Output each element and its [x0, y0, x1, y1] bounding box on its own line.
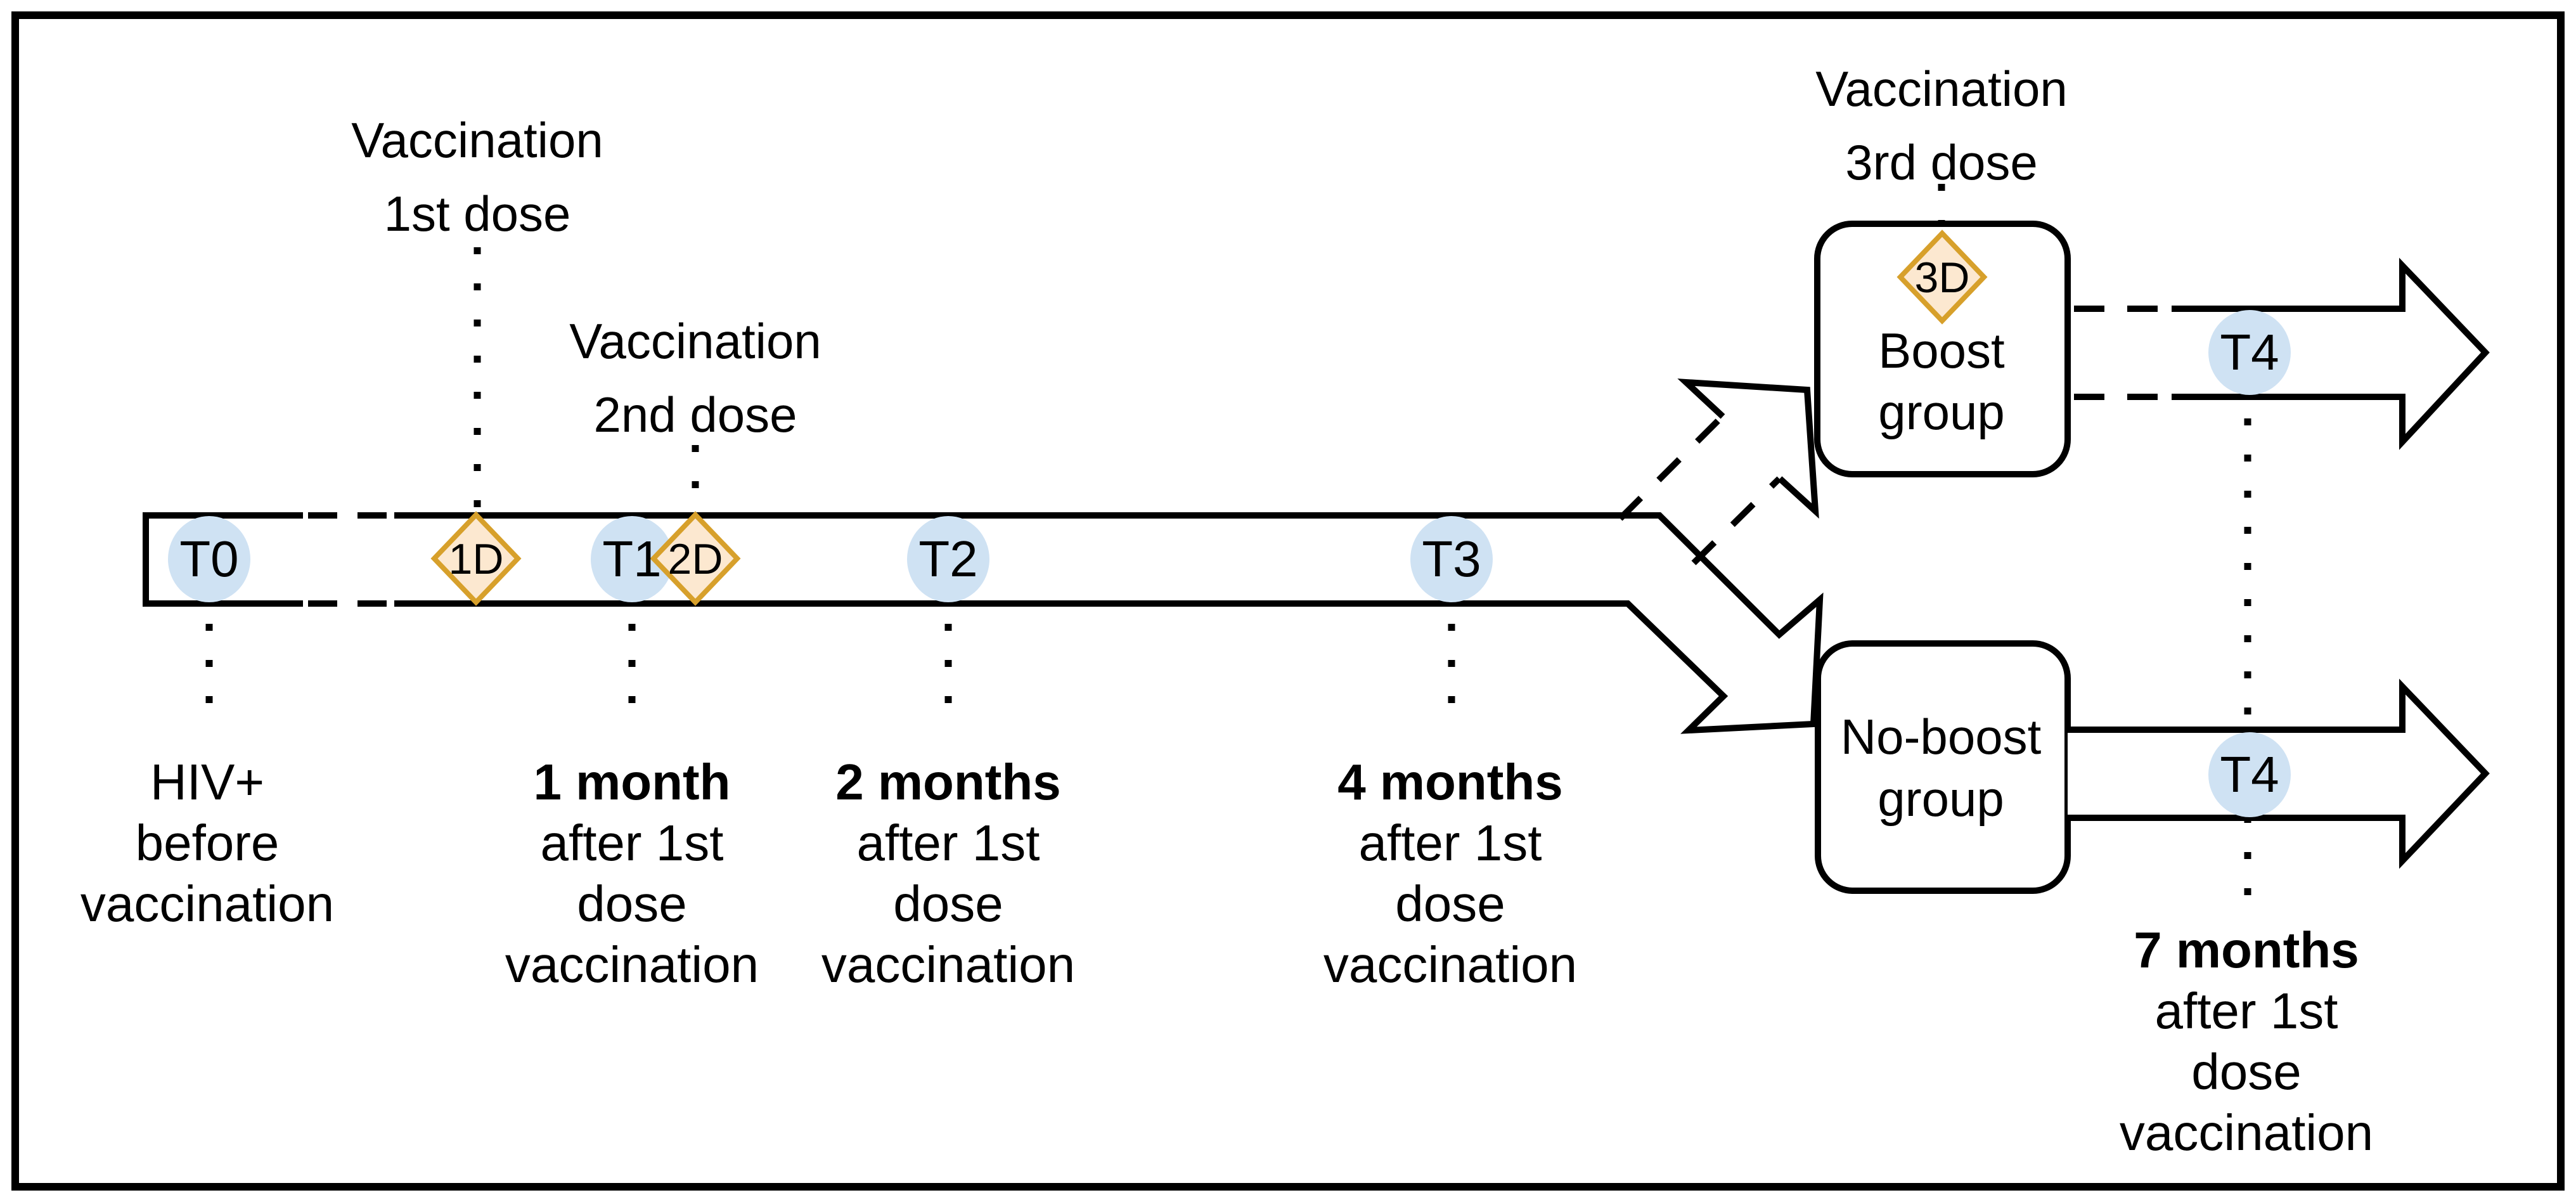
- dose2-label: 2D: [668, 535, 723, 583]
- timepoint-markers: [168, 310, 2291, 817]
- milestone-t3-line1: 4 months: [1337, 754, 1563, 810]
- t4-noboost-marker: [2208, 732, 2291, 817]
- noboost-group-box: [1815, 640, 2071, 894]
- milestone-t3-line4: vaccination: [1323, 936, 1577, 993]
- timeline-bar-left-cap: [143, 512, 303, 607]
- milestone-t1-line4: vaccination: [505, 936, 759, 993]
- milestone-t1: 1 month after 1st dose vaccination: [505, 754, 759, 993]
- milestone-t4-line3: dose: [2191, 1044, 2301, 1100]
- t2-label: T2: [918, 531, 977, 587]
- milestone-t2-line4: vaccination: [821, 936, 1075, 993]
- noboost-group-line1: No-boost: [1841, 709, 2042, 765]
- t1-marker: [591, 516, 673, 602]
- milestone-t1-line3: dose: [577, 876, 686, 932]
- dose-markers: [430, 229, 1988, 606]
- milestone-t0: HIV+ before vaccination: [80, 754, 334, 932]
- dose2-diamond: [650, 511, 741, 606]
- milestone-t0-line2: before: [136, 815, 280, 871]
- milestone-t2-line1: 2 months: [835, 754, 1061, 810]
- dose3-annotation-line1: Vaccination: [1815, 61, 2067, 117]
- t3-marker: [1410, 516, 1493, 602]
- boost-group-label: Boost group: [1878, 323, 2005, 440]
- milestone-t0-line1: HIV+: [150, 754, 264, 810]
- boost-group-line2: group: [1878, 384, 2005, 440]
- milestone-t4: 7 months after 1st dose vaccination: [2120, 922, 2373, 1161]
- boost-t4-dashed-connectors: [2074, 306, 2158, 400]
- t4-noboost-label: T4: [2220, 746, 2279, 803]
- dose3-diamond: [1897, 229, 1988, 325]
- dose2-annotation-line1: Vaccination: [569, 313, 821, 369]
- milestone-t2-line3: dose: [893, 876, 1003, 932]
- milestone-t3-line2: after 1st: [1358, 815, 1542, 871]
- dose1-annotation: Vaccination 1st dose: [351, 112, 603, 242]
- diagram-border: [11, 11, 2565, 1191]
- dose3-label: 3D: [1915, 254, 1970, 302]
- dose1-annotation-line1: Vaccination: [351, 112, 603, 168]
- dose3-annotation-line2: 3rd dose: [1845, 134, 2038, 190]
- t0-marker: [168, 516, 250, 602]
- dose1-annotation-line2: 1st dose: [384, 186, 571, 242]
- boost-branch-dashed-shaft: [1618, 413, 1782, 565]
- milestone-t2: 2 months after 1st dose vaccination: [821, 754, 1075, 993]
- milestone-t2-line2: after 1st: [856, 815, 1040, 871]
- milestone-t1-line1: 1 month: [533, 754, 730, 810]
- noboost-group-label: No-boost group: [1841, 709, 2042, 827]
- boost-group-box: [1814, 221, 2071, 477]
- noboost-group-line2: group: [1877, 771, 2004, 827]
- timeline-bar-dashed-gap: [308, 512, 387, 607]
- dose2-annotation: Vaccination 2nd dose: [569, 313, 821, 443]
- t2-marker: [907, 516, 989, 602]
- milestone-t3-line3: dose: [1395, 876, 1505, 932]
- dose3-annotation: Vaccination 3rd dose: [1815, 61, 2067, 190]
- milestone-t4-line2: after 1st: [2154, 983, 2338, 1039]
- milestone-t1-line2: after 1st: [540, 815, 723, 871]
- milestone-t3: 4 months after 1st dose vaccination: [1323, 754, 1577, 993]
- boost-t4-arrow: [2172, 257, 2490, 450]
- milestone-t4-line1: 7 months: [2134, 922, 2359, 978]
- dose1-diamond: [430, 511, 522, 606]
- t3-label: T3: [1422, 531, 1481, 587]
- boost-branch-arrowhead: [1677, 378, 1819, 519]
- t4-boost-label: T4: [2220, 324, 2279, 380]
- dose2-annotation-line2: 2nd dose: [594, 387, 797, 443]
- boost-group-line1: Boost: [1878, 323, 2005, 378]
- milestone-t4-line4: vaccination: [2120, 1104, 2373, 1161]
- t1-label: T1: [602, 531, 661, 587]
- t4-boost-marker: [2208, 310, 2291, 395]
- dose1-label: 1D: [449, 535, 504, 583]
- milestone-t0-line3: vaccination: [80, 876, 334, 932]
- t0-label: T0: [179, 531, 238, 587]
